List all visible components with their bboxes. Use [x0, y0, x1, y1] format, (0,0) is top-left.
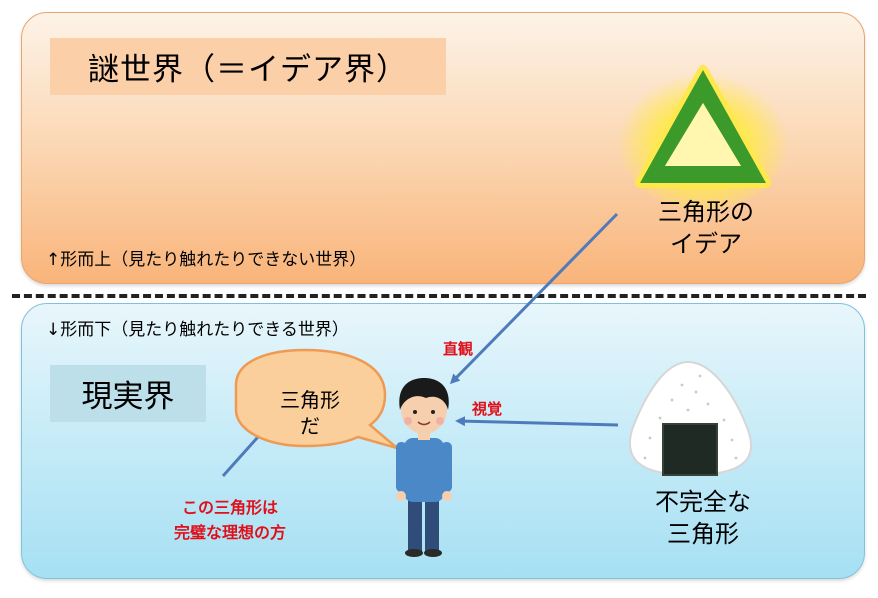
ideal-note: この三角形は 完璧な理想の方: [130, 495, 330, 545]
idea-realm-title: 謎世界（＝イデア界）: [50, 38, 446, 95]
vision-label: 視覚: [472, 400, 503, 418]
vision-arrow: [455, 416, 619, 427]
speech-text-line1: 三角形: [280, 388, 340, 412]
realm-divider: [12, 294, 866, 298]
idea-triangle-caption: 三角形の イデア: [636, 196, 776, 260]
idea-triangle-icon: [617, 65, 789, 210]
metaphysical-caption: ↑形而上（見たり触れたりできない世界）: [46, 250, 367, 270]
physical-caption: ↓形而下（見たり触れたりできる世界）: [46, 320, 349, 340]
imperfect-triangle-caption-line2: 三角形: [667, 520, 739, 548]
ideal-note-line2: 完璧な理想の方: [173, 523, 286, 542]
speech-text: 三角形 だ: [270, 387, 350, 439]
real-world-title: 現実界: [50, 365, 206, 422]
speech-text-line2: だ: [300, 414, 320, 438]
imperfect-triangle-caption: 不完全な 三角形: [628, 486, 778, 550]
onigiri-icon: [628, 360, 753, 477]
idea-triangle-caption-line1: 三角形の: [658, 198, 754, 226]
intuition-arrow: [449, 212, 619, 385]
speech-bubble: [234, 348, 398, 450]
ideal-note-line1: この三角形は: [181, 498, 278, 517]
idea-triangle-caption-line2: イデア: [670, 230, 742, 258]
intuition-label: 直観: [443, 340, 474, 358]
imperfect-triangle-caption-line1: 不完全な: [655, 488, 751, 516]
person-icon: [396, 378, 452, 557]
